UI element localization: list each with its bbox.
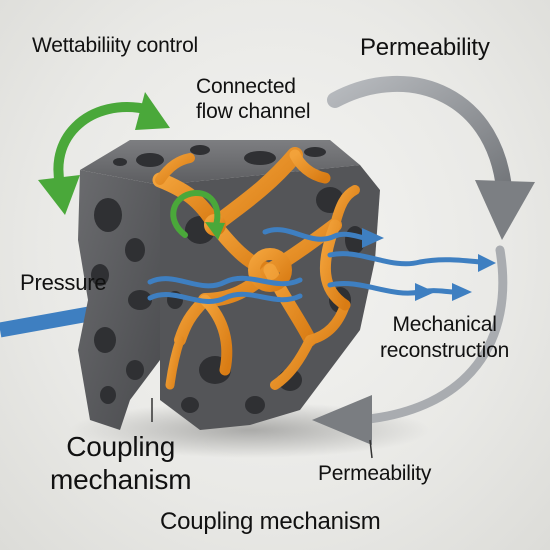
connected-flow-channel-line2: flow channel	[196, 100, 311, 123]
permeability-cycle-arrow-top	[327, 76, 535, 240]
coupling-mechanism-left-label: Coupling mechanism	[50, 430, 192, 496]
permeability-bottom-label: Permeability	[318, 462, 432, 485]
connected-flow-channel-network	[152, 147, 360, 390]
pressure-label: Pressure	[20, 270, 107, 295]
permeability-top-label: Permeability	[360, 34, 490, 61]
connected-flow-channel-label: Connected flow channel	[196, 74, 311, 124]
wettability-control-label: Wettabiliity control	[32, 34, 199, 57]
connected-flow-channel-line1: Connected	[196, 75, 296, 98]
coupling-mechanism-bottom-label: Coupling mechanism	[160, 508, 381, 535]
mechanical-cycle-arc	[312, 245, 508, 445]
wettability-double-arrow	[38, 92, 170, 215]
mechanical-reconstruction-line2: reconstruction	[380, 339, 510, 362]
permeability-leader-line	[369, 439, 373, 459]
coupling-mechanism-left-line1: Coupling	[66, 431, 176, 462]
mechanical-reconstruction-label: Mechanical reconstruction	[380, 312, 509, 364]
flow-arrowheads	[362, 228, 496, 301]
coupling-mechanism-left-line2: mechanism	[50, 464, 192, 495]
wettability-rotation-arrow	[170, 190, 225, 240]
mechanical-reconstruction-line1: Mechanical	[392, 313, 497, 336]
